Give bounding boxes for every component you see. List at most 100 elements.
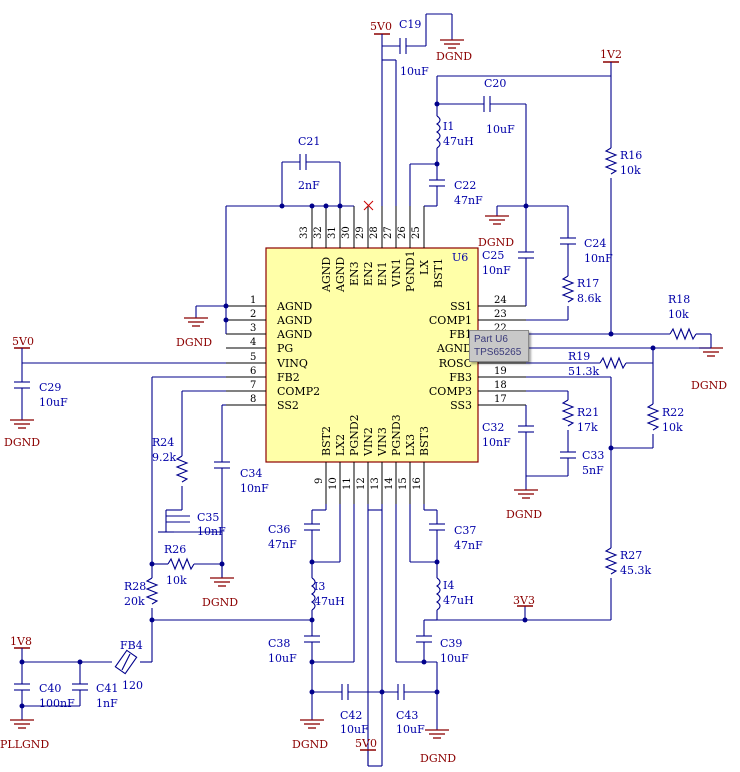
ref-c43: C43 <box>396 709 418 722</box>
pin-name: COMP3 <box>429 385 472 398</box>
pin-name: AGND <box>334 257 347 293</box>
value-c20: 10uF <box>486 123 515 136</box>
buck3-comp[interactable]: C32 10nF R21 17k C33 5nF DGND <box>482 390 604 521</box>
net-5v0-bottom[interactable]: 5V0 <box>355 504 385 767</box>
pin-name: AGND <box>436 342 472 355</box>
value-c39: 10uF <box>440 652 469 665</box>
pin-num: 12 <box>356 477 367 490</box>
pin-name: SS3 <box>450 399 472 412</box>
value-c24: 10nF <box>584 252 613 265</box>
buck3-feedback[interactable]: R27 45.3k 3V3 <box>437 547 651 623</box>
pin-name: LX2 <box>334 434 347 456</box>
pin-name: PGND3 <box>390 414 403 456</box>
net-1v8-filter[interactable]: 1V8 C40 100nF C41 1nF PLLGND FB4 120 <box>0 617 155 752</box>
ref-fb4: FB4 <box>120 639 143 652</box>
value-c32: 10nF <box>482 436 511 449</box>
pin-name: VIN2 <box>362 427 375 457</box>
value-c37: 47nF <box>454 539 483 552</box>
pin-num: 33 <box>299 226 310 239</box>
ref-c22: C22 <box>454 179 476 192</box>
net-label-1v8: 1V8 <box>10 635 32 648</box>
pin-num: 23 <box>494 309 507 320</box>
no-connect-marker <box>363 200 374 211</box>
pin-name: FB2 <box>277 371 300 384</box>
ref-i3: I3 <box>314 580 325 593</box>
pin-name: BST3 <box>418 426 431 456</box>
pin-name: LX <box>418 260 431 275</box>
buck1-output[interactable]: 1V2 C20 10uF I1 47uH C22 47nF <box>409 48 622 207</box>
value-c21: 2nF <box>298 179 320 192</box>
ref-r19: R19 <box>568 350 590 363</box>
value-c38: 10uF <box>268 652 297 665</box>
pin-name: SS2 <box>277 399 299 412</box>
pin-num: 4 <box>250 337 256 348</box>
ref-i1: I1 <box>443 120 454 133</box>
ref-r17: R17 <box>577 277 599 290</box>
net-label-dgnd: DGND <box>478 236 514 249</box>
net-label-dgnd: DGND <box>506 508 542 521</box>
right-resistor-network[interactable]: R18 10k DGND R19 51.3k R22 10k <box>526 293 727 548</box>
pin-num: 15 <box>398 477 409 490</box>
pin-name: VINQ <box>276 357 308 370</box>
ref-c36: C36 <box>268 523 290 536</box>
pin-name: SS1 <box>450 300 472 313</box>
pin-num: 29 <box>355 226 366 239</box>
net-5v0-left[interactable]: 5V0 C29 10uF DGND <box>4 335 226 449</box>
pin-num: 11 <box>342 477 353 490</box>
net-label-dgnd: DGND <box>292 738 328 751</box>
pin-name: AGND <box>276 328 312 341</box>
pin-num: 31 <box>327 226 338 239</box>
ref-c34: C34 <box>240 467 262 480</box>
value-r28: 20k <box>124 595 145 608</box>
value-c25: 10nF <box>482 264 511 277</box>
net-label-3v3: 3V3 <box>513 594 535 607</box>
pin-num: 27 <box>383 226 394 239</box>
pin-num: 8 <box>250 394 256 405</box>
ref-c32: C32 <box>482 421 504 434</box>
ref-c19: C19 <box>399 18 421 31</box>
value-c22: 47nF <box>454 194 483 207</box>
net-5v0-top[interactable]: 5V0 DGND C19 10uF <box>370 13 472 206</box>
ref-c39: C39 <box>440 637 462 650</box>
pin-num: 22 <box>494 323 507 334</box>
pin-name: AGND <box>276 314 312 327</box>
ref-r28: R28 <box>124 580 146 593</box>
ic-u6[interactable]: U6 <box>265 247 479 463</box>
pin-name: EN2 <box>362 261 375 286</box>
buck2-output[interactable]: C36 47nF I3 47uH C38 10uF C42 10uF DGND <box>268 504 398 751</box>
buck1-feedback[interactable]: R16 10k DGND C25 10nF C24 10nF R17 8.6k <box>478 147 670 337</box>
pin-num: 5 <box>250 352 256 363</box>
value-i4: 47uH <box>443 594 474 607</box>
pin-num: 25 <box>411 226 422 239</box>
pin-num: 32 <box>313 226 324 239</box>
buck2-feedback-comp[interactable]: R24 9.2k C35 10nF C34 10nF R26 10k DGND … <box>124 376 312 621</box>
value-i3: 47uH <box>314 595 345 608</box>
pin-name: FB1 <box>449 328 472 341</box>
pin-name: BST2 <box>320 426 333 456</box>
pin-num: 26 <box>397 226 408 239</box>
ferrite-bead-fb4[interactable] <box>114 649 138 675</box>
value-r18: 10k <box>668 308 689 321</box>
pin-name: VIN3 <box>376 427 389 457</box>
pin-name: VIN1 <box>390 258 403 288</box>
c21-agnd-network[interactable]: C21 2nF DGND <box>176 135 374 349</box>
pin-num: 10 <box>328 477 339 490</box>
value-c33: 5nF <box>582 464 604 477</box>
pin-num: 28 <box>369 226 380 239</box>
value-r26: 10k <box>166 574 187 587</box>
net-label-dgnd: DGND <box>420 752 456 765</box>
value-fb4: 120 <box>122 679 143 692</box>
pin-num: 7 <box>250 380 256 391</box>
buck3-output[interactable]: C37 47nF I4 47uH C39 10uF C43 10uF DGND <box>395 504 483 765</box>
ref-i4: I4 <box>443 579 454 592</box>
value-r19: 51.3k <box>568 365 599 378</box>
pin-num: 14 <box>384 477 395 490</box>
ref-c25: C25 <box>482 249 504 262</box>
net-label-dgnd: DGND <box>691 379 727 392</box>
pin-name: BST1 <box>432 258 445 288</box>
value-c36: 47nF <box>268 538 297 551</box>
value-c35: 10nF <box>197 525 226 538</box>
net-label-dgnd: DGND <box>4 436 40 449</box>
net-label-5v0: 5V0 <box>370 20 392 33</box>
